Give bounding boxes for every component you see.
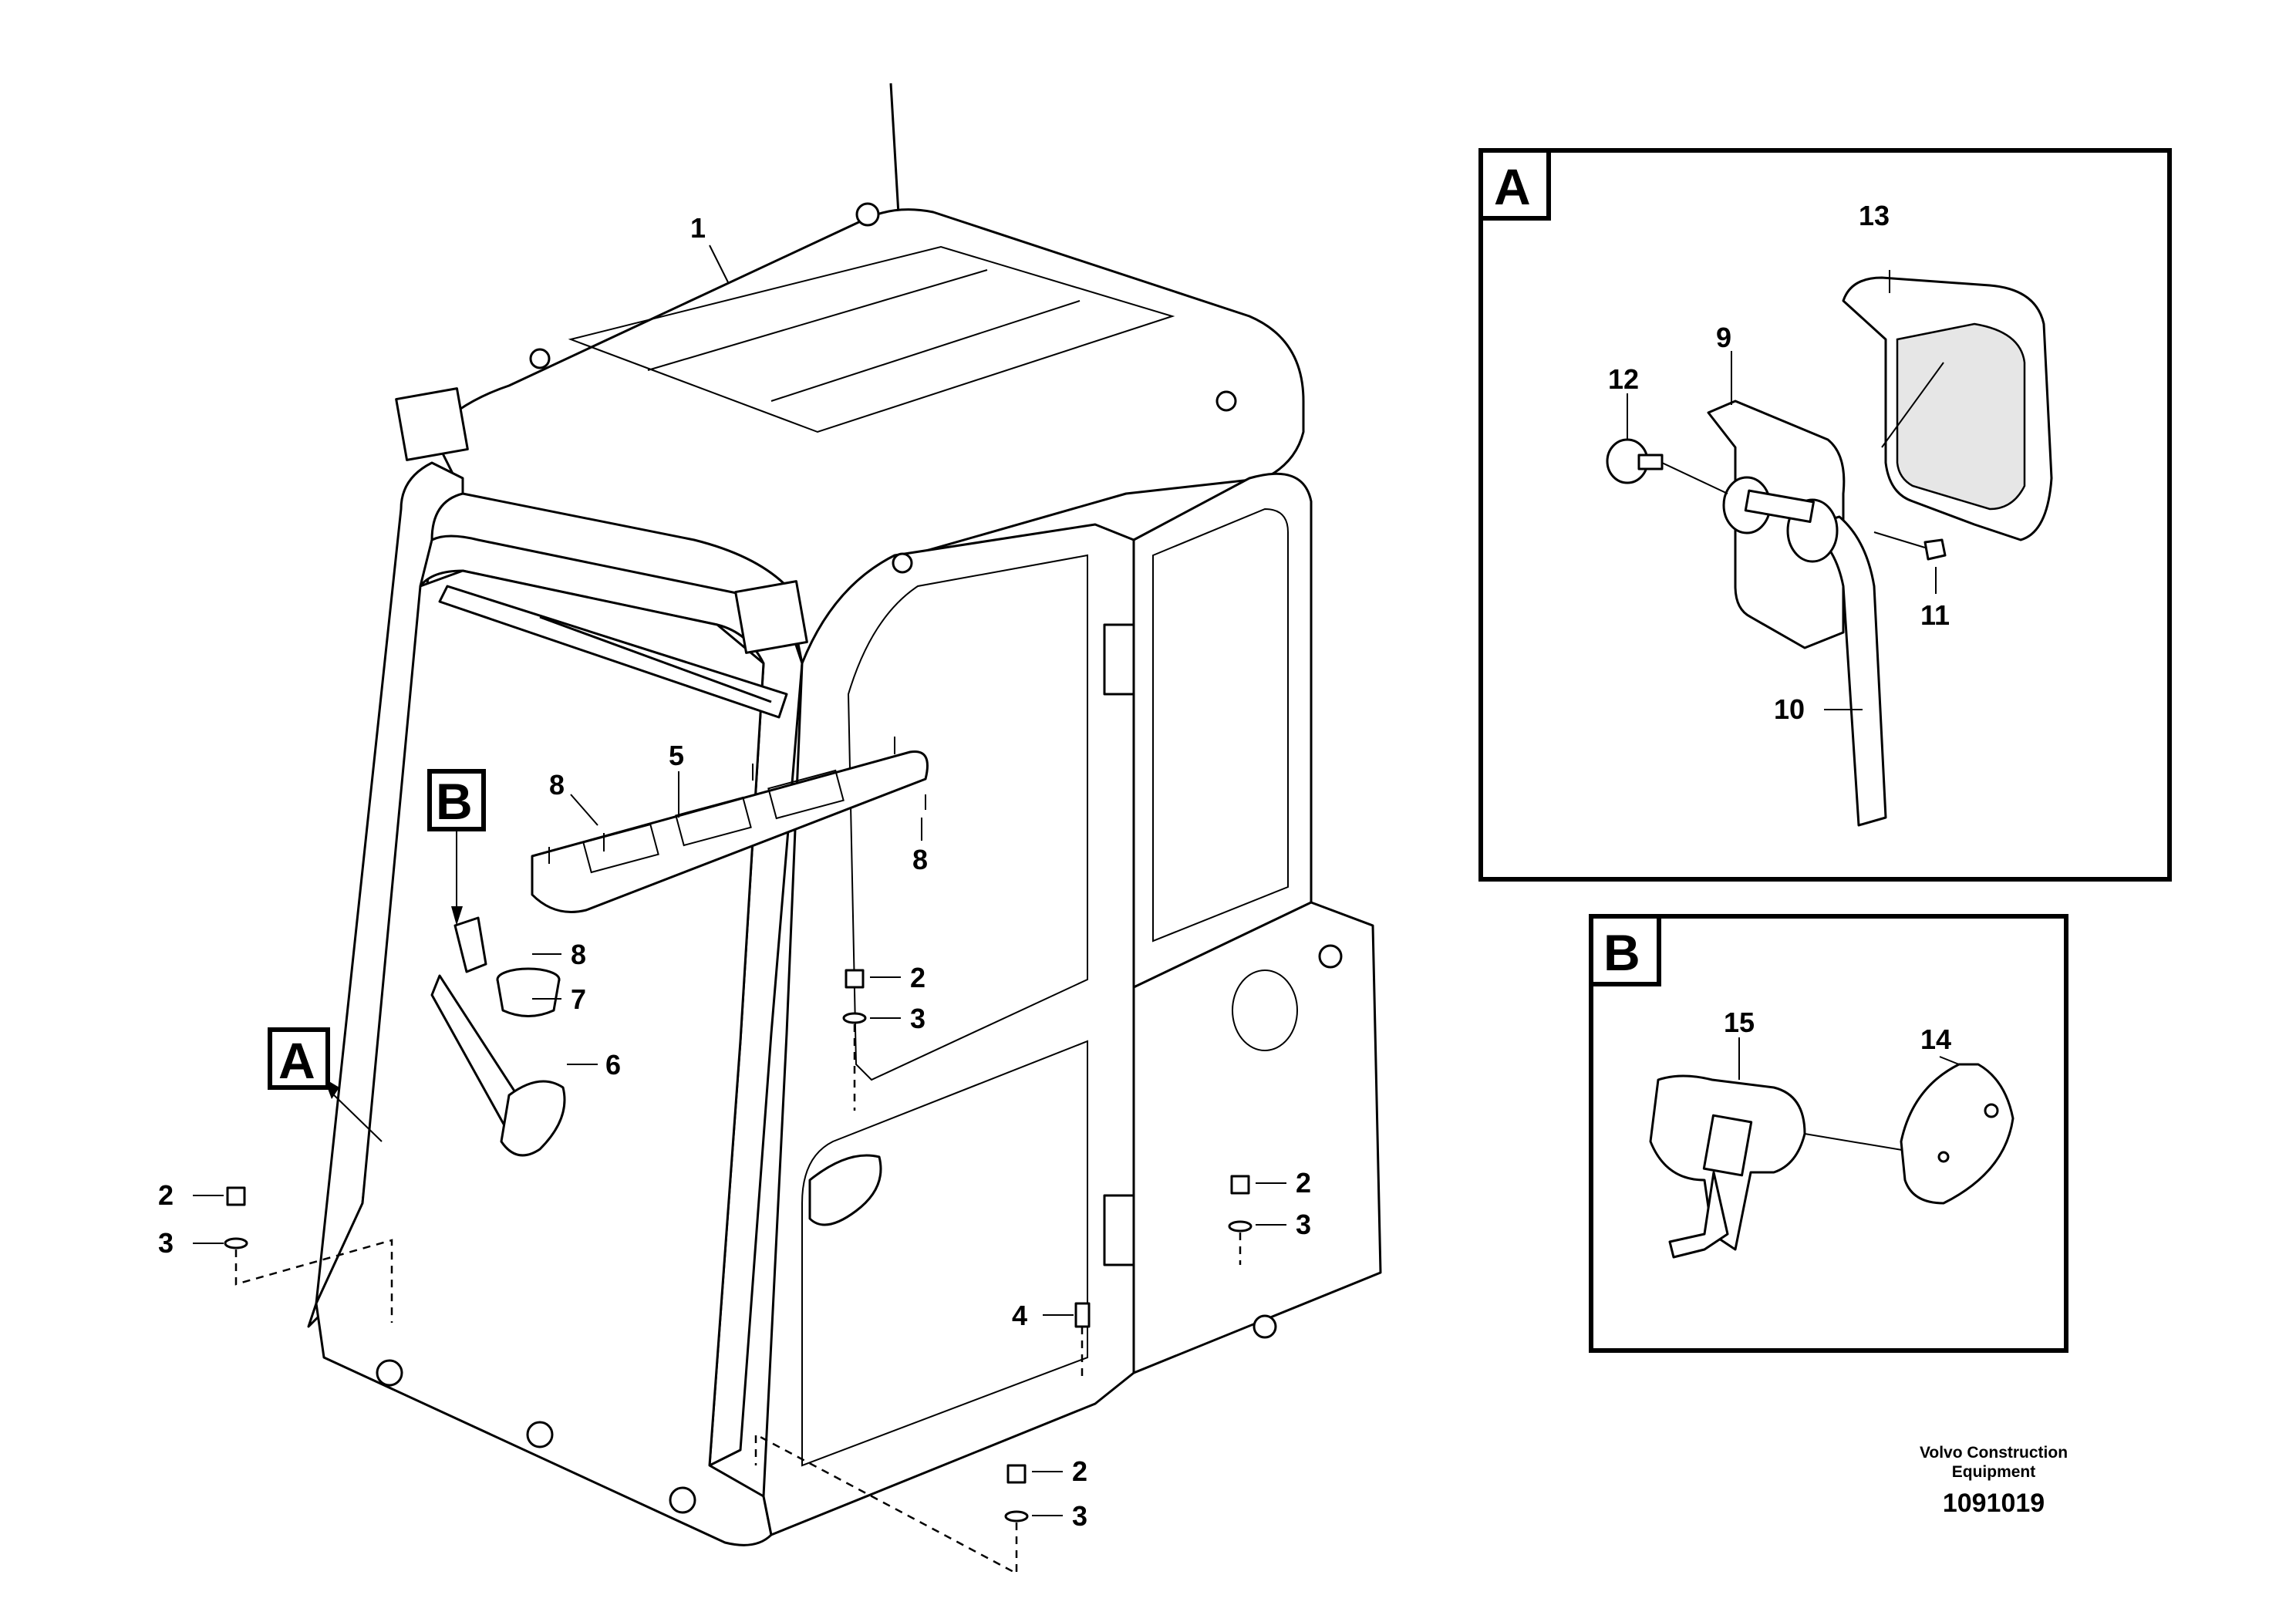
callout-1: 1 [690,212,706,244]
callout-3: 3 [1296,1209,1311,1240]
callout-13: 13 [1859,200,1890,231]
rear-window [1152,508,1289,943]
detail-a-label: A [1494,158,1531,215]
callout-12: 12 [1608,363,1639,395]
callout-6: 6 [605,1049,621,1081]
callout-3: 3 [158,1227,174,1259]
callout-10: 10 [1774,693,1805,725]
bracket-b [453,916,487,973]
cab-door [762,523,1135,1536]
cup-holder-assembly [430,916,566,1157]
wiper-arm [438,585,788,719]
detail-box-b: B 15 14 [1589,914,2068,1353]
title-block: Volvo Construction Equipment 1091019 [1920,1444,2068,1518]
screw-11 [1923,538,1947,561]
door-window [847,554,1088,1081]
detail-marker-a-main: A [268,1027,330,1090]
callout-2: 2 [1296,1167,1311,1199]
overhead-console [531,737,929,913]
callout-8: 8 [571,939,586,970]
svg-text:B: B [436,773,473,830]
detail-box-a: A 13 9 12 11 10 [1478,148,2172,882]
brand-line-1: Volvo Construction [1920,1444,2068,1462]
antenna [889,83,900,215]
nut-2 [226,1186,246,1206]
callout-2: 2 [158,1179,174,1211]
detail-marker-b-main: B [427,769,486,831]
callout-11: 11 [1920,599,1950,631]
callout-15: 15 [1724,1007,1755,1038]
work-light-left [395,387,469,461]
callout-14: 14 [1920,1023,1951,1055]
upper-hinge [1103,623,1135,696]
lower-hinge [1103,1194,1135,1266]
drawing-number: 1091019 [1943,1489,2045,1518]
callout-5: 5 [669,740,684,771]
plate-14 [1900,1063,2014,1205]
washer-3 [224,1237,248,1249]
arrow-b [451,906,463,926]
door-handle [808,1154,882,1226]
work-light-right [734,580,808,654]
callout-2: 2 [1072,1455,1087,1487]
leader-lines [193,244,1286,1516]
fasteners [224,969,1253,1576]
callout-3: 3 [1072,1500,1087,1532]
cab-rear-lower [1132,901,1382,1374]
rear-plate [1232,969,1298,1051]
callout-labels: 1 2 3 2 3 2 3 2 3 4 5 6 7 8 8 8 [158,212,1311,1532]
callout-3: 3 [910,1003,925,1034]
callout-4: 4 [1012,1300,1027,1331]
detail-b-label: B [1603,924,1640,981]
svg-text:A: A [278,1032,315,1089]
brand-line-2: Equipment [1952,1463,2036,1481]
screw-4 [1074,1302,1091,1328]
callout-9: 9 [1716,322,1731,353]
roof-panel [568,245,1175,433]
cab-rear-side [1132,472,1313,989]
bracket-9 [1707,400,1846,649]
roof-mount [855,202,880,227]
callout-2: 2 [910,962,925,993]
callout-7: 7 [571,983,586,1015]
callout-8: 8 [912,844,928,875]
callout-8: 8 [549,769,565,801]
